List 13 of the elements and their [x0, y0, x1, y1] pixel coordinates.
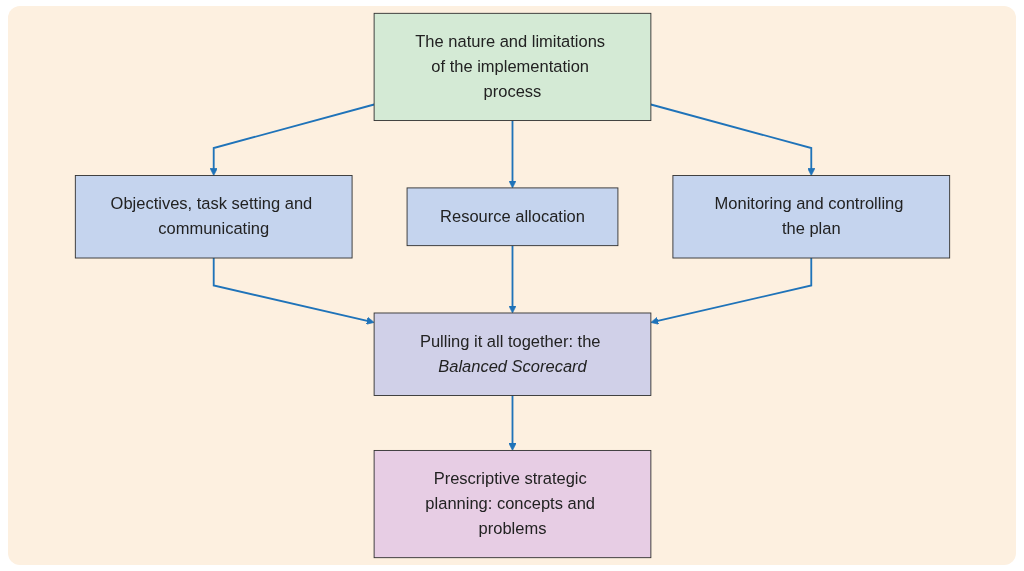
- arrow: [209, 103, 375, 176]
- arrow: [212, 257, 374, 325]
- arrow: [507, 119, 516, 189]
- arrow: [650, 257, 812, 325]
- node-box: Prescriptive strategic planning: concepts and problems: [373, 450, 651, 559]
- arrow: [507, 244, 516, 314]
- arrow: [649, 103, 815, 176]
- arrow: [507, 394, 516, 451]
- node-box: Objectives, task setting and communicating: [74, 175, 353, 259]
- node-box: Resource allocation: [406, 187, 618, 247]
- node-box: Monitoring and controlling the plan: [671, 175, 950, 259]
- node-box: The nature and limitations of the implementation process: [373, 12, 651, 121]
- node-box: Pulling it all together: the Balanced Scorecard: [373, 312, 651, 396]
